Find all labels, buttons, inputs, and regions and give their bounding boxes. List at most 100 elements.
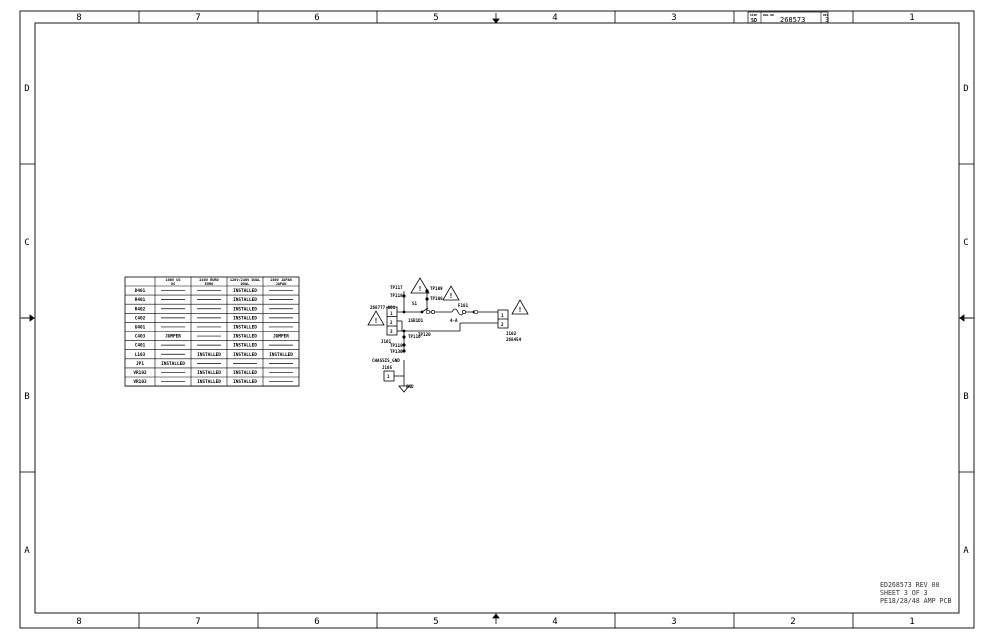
table-cell: INSTALLED — [197, 370, 221, 376]
warning-mark-2: ! — [449, 292, 453, 300]
label-gnd: GND — [406, 384, 414, 389]
label-tp110: TP110 — [408, 334, 421, 339]
annotation-line-2: SHEET 3 OF 3 — [880, 589, 928, 597]
warning-triangles — [367, 277, 529, 326]
table-cell: INSTALLED — [233, 306, 257, 312]
label-tp109: TP109 — [430, 286, 443, 291]
label-f101: F101 — [458, 303, 469, 308]
table-row-ref: U401 — [135, 324, 146, 330]
label-connector-part: 268777-001 — [370, 305, 396, 310]
row-labels: D C B A D C B A — [24, 84, 969, 556]
row-label-right-b: B — [963, 392, 968, 402]
j101-pin-1: 1 — [390, 311, 393, 316]
table-cell: INSTALLED — [233, 315, 257, 321]
warning-triangle-1 — [410, 277, 430, 294]
j101-pin-2: 2 — [390, 320, 393, 325]
table-row-ref: C401 — [135, 343, 146, 349]
col-label-top-5: 5 — [433, 13, 438, 23]
col-label-bottom-7: 7 — [195, 617, 200, 627]
table-cell: INSTALLED — [233, 297, 257, 303]
label-tp117: TP117 — [390, 285, 403, 290]
label-tp130: TP130 — [390, 349, 403, 354]
label-j102: J102 — [506, 331, 517, 336]
size-value: SD — [751, 18, 757, 24]
annotation-line-1: ED268573 REV 00 — [880, 581, 940, 589]
bottom-column-labels: 8 7 6 5 4 3 2 1 — [76, 617, 914, 627]
annotation-line-3: PE18/28/48 AMP PCB — [880, 597, 951, 605]
label-fuse-rating: 4-A — [450, 318, 458, 323]
label-s1: S1 — [412, 301, 418, 306]
label-tp120: TP120 — [418, 332, 431, 337]
col-label-top-1: 1 — [909, 13, 914, 23]
col-label-bottom-3: 3 — [671, 617, 676, 627]
table-cell: INSTALLED — [233, 379, 257, 385]
warning-triangle-3 — [367, 310, 385, 326]
row-label-right-d: D — [963, 84, 968, 94]
label-switch-part: 1SB1D1 — [408, 318, 424, 323]
table-row-ref: R402 — [135, 306, 146, 312]
label-tp108: TP108 — [430, 296, 443, 301]
top-column-labels: 8 7 6 5 4 3 1 — [76, 13, 914, 23]
table-cell: INSTALLED — [269, 352, 293, 358]
table-cell: JUMPER — [273, 334, 289, 340]
row-label-left-d: D — [24, 84, 29, 94]
table-row-ref: D401 — [135, 288, 146, 294]
rev-value: 3 — [825, 16, 829, 24]
table-cell: JUMPER — [165, 334, 181, 340]
table-row-ref: VR102 — [133, 370, 147, 376]
table-row-ref: VR103 — [133, 379, 147, 385]
col-label-bottom-8: 8 — [76, 617, 81, 627]
centering-arrows — [22, 13, 972, 624]
warning-triangle-4 — [511, 299, 529, 315]
row-label-left-b: B — [24, 392, 29, 402]
label-j101: J101 — [381, 339, 392, 344]
table-cell: INSTALLED — [197, 352, 221, 358]
table-row-ref: C402 — [135, 315, 146, 321]
dwg-no-caption: DWG NO — [763, 13, 774, 17]
size-caption: SIZE — [750, 13, 757, 17]
warning-mark-4: ! — [518, 306, 522, 314]
schematic-labels: TP117 TP118 TP109 TP108 S1 F101 4-A 1SB1… — [370, 285, 522, 389]
label-tp118b: TP118 — [390, 343, 403, 348]
j102-pin-2: 2 — [501, 322, 504, 327]
dwg-no-value: 268573 — [780, 16, 805, 24]
table-row-ref: L103 — [135, 352, 146, 358]
j101-pin-3: 3 — [390, 329, 393, 334]
label-chassis-gnd: CHASSIS_GND — [372, 358, 400, 363]
table-cell: INSTALLED — [197, 379, 221, 385]
table-cell: INSTALLED — [233, 343, 257, 349]
row-label-left-c: C — [24, 238, 29, 248]
col-label-bottom-5: 5 — [433, 617, 438, 627]
col-label-bottom-6: 6 — [314, 617, 319, 627]
row-label-left-a: A — [24, 546, 30, 556]
warning-marks: ! ! ! ! — [374, 285, 522, 325]
label-j105: J105 — [382, 365, 393, 370]
top-zone-dividers — [20, 11, 974, 628]
col-label-bottom-1: 1 — [909, 617, 914, 627]
rev-caption: REV — [823, 13, 829, 17]
j102-pin-1: 1 — [501, 313, 504, 318]
warning-triangle-2 — [442, 285, 460, 301]
table-cell: INSTALLED — [233, 352, 257, 358]
table-cell: INSTALLED — [161, 361, 185, 367]
table-cell: INSTALLED — [233, 370, 257, 376]
col-label-bottom-2: 2 — [790, 617, 795, 627]
fuse-f101-symbol — [451, 308, 465, 316]
label-j102-part: 268454 — [506, 337, 522, 342]
col-label-top-4: 4 — [552, 13, 557, 23]
sheet-annotation: ED268573 REV 00 SHEET 3 OF 3 PE18/28/48 … — [880, 581, 951, 605]
table-row-ref: JP1 — [136, 361, 144, 367]
table-cell: INSTALLED — [233, 334, 257, 340]
col-label-top-7: 7 — [195, 13, 200, 23]
power-input-circuit — [383, 291, 509, 393]
ground-symbol — [398, 385, 410, 393]
col-label-bottom-4: 4 — [552, 617, 557, 627]
col-label-top-8: 8 — [76, 13, 81, 23]
outer-border — [19, 10, 975, 629]
col-label-top-3: 3 — [671, 13, 676, 23]
